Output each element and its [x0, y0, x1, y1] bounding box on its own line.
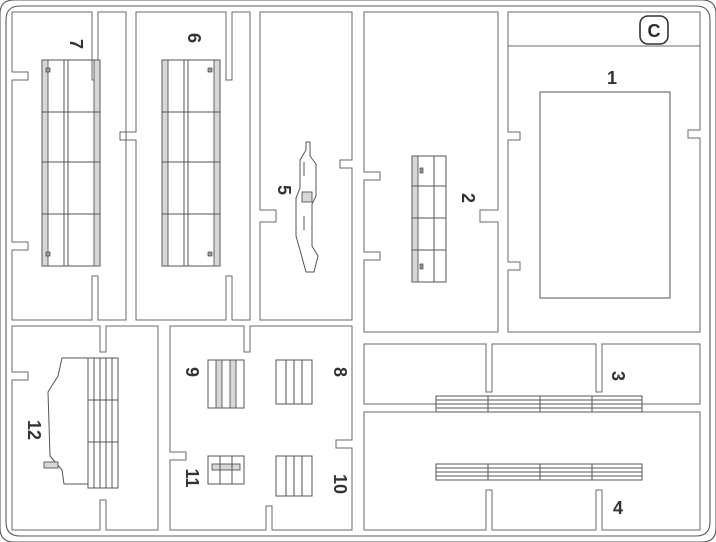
part-label-11: 11	[182, 468, 202, 487]
part-label-2: 2	[458, 193, 478, 203]
part-label-10: 10	[330, 474, 350, 494]
part-label-12: 12	[24, 420, 44, 440]
sprue-inner-frame	[5, 5, 711, 537]
part-4	[435, 463, 643, 481]
sprue-letter: C	[648, 21, 661, 41]
part-label-8: 8	[330, 367, 350, 377]
part-6	[161, 59, 221, 267]
part-12	[43, 357, 119, 489]
runner-grid	[11, 11, 701, 531]
part-3	[435, 395, 643, 413]
part-2	[411, 155, 447, 283]
part-8	[275, 359, 313, 405]
part-1	[539, 91, 671, 299]
part-5	[295, 141, 319, 273]
sprue-letter-badge: C	[639, 15, 669, 45]
part-label-4: 4	[613, 498, 623, 518]
part-9	[207, 359, 245, 409]
part-label-6: 6	[184, 33, 204, 43]
part-label-9: 9	[182, 367, 202, 377]
part-10	[275, 455, 313, 497]
part-11	[207, 455, 245, 485]
part-7	[41, 59, 101, 267]
part-label-3: 3	[608, 371, 628, 381]
part-label-1: 1	[607, 68, 617, 88]
part-label-7: 7	[66, 39, 86, 49]
part-label-5: 5	[274, 185, 294, 195]
